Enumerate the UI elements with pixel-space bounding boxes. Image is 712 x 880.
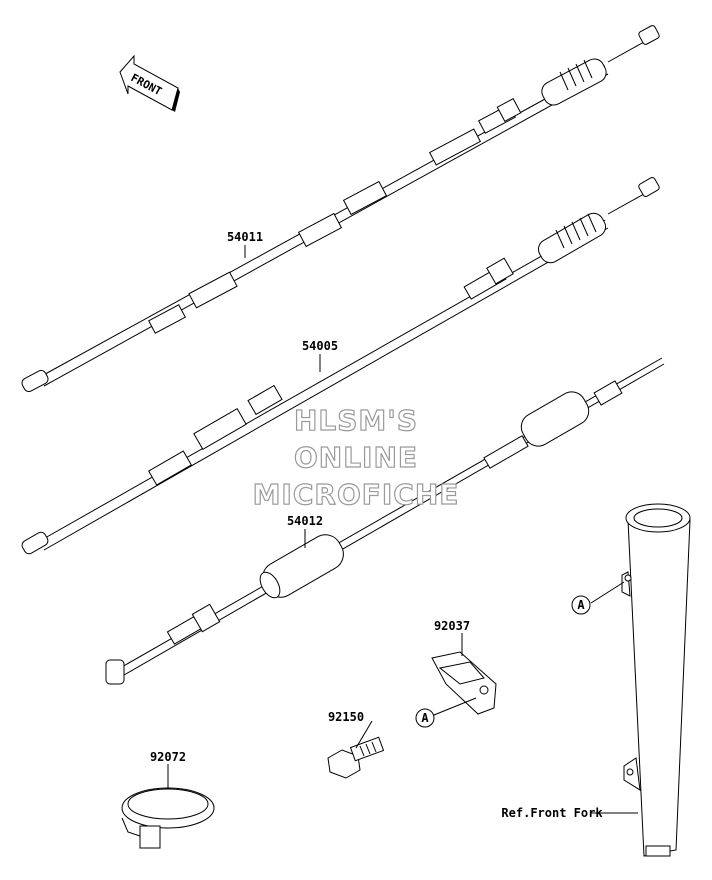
svg-text:A: A	[577, 598, 585, 612]
watermark: HLSM'S ONLINE MICROFICHE	[252, 403, 460, 511]
callout-labels: 54011 54005 54012 92037 92150 92072 Ref.…	[150, 230, 603, 820]
label-54005: 54005	[302, 339, 338, 353]
bolt-92150	[327, 736, 385, 779]
adjuster-upper	[483, 380, 623, 469]
adjuster-lower	[166, 603, 221, 645]
watermark-line1: HLSM'S	[294, 404, 418, 437]
label-92037: 92037	[434, 619, 470, 633]
cover-upper	[520, 391, 590, 447]
label-92072: 92072	[150, 750, 186, 764]
clamp-92037	[431, 651, 497, 715]
front-arrow-icon: FRONT	[119, 54, 180, 112]
label-54011: 54011	[227, 230, 263, 244]
svg-text:A: A	[421, 711, 429, 725]
cable-54012	[105, 357, 665, 685]
cable-end	[105, 659, 125, 685]
label-ref-front-fork: Ref.Front Fork	[501, 806, 603, 820]
ref-marker-a-clamp: A	[415, 708, 435, 728]
cable-54005	[21, 177, 660, 555]
cable-54011	[21, 25, 660, 393]
band-92072	[121, 787, 215, 849]
boot-54011	[541, 58, 607, 106]
ref-marker-a-fork: A	[571, 595, 591, 615]
front-fork	[621, 503, 691, 857]
watermark-line3: MICROFICHE	[253, 478, 460, 511]
label-54012: 54012	[287, 514, 323, 528]
label-92150: 92150	[328, 710, 364, 724]
callout-leaders	[167, 245, 638, 814]
boot-54005	[537, 212, 607, 264]
watermark-line2: ONLINE	[294, 441, 418, 474]
cover-lower	[259, 534, 344, 599]
